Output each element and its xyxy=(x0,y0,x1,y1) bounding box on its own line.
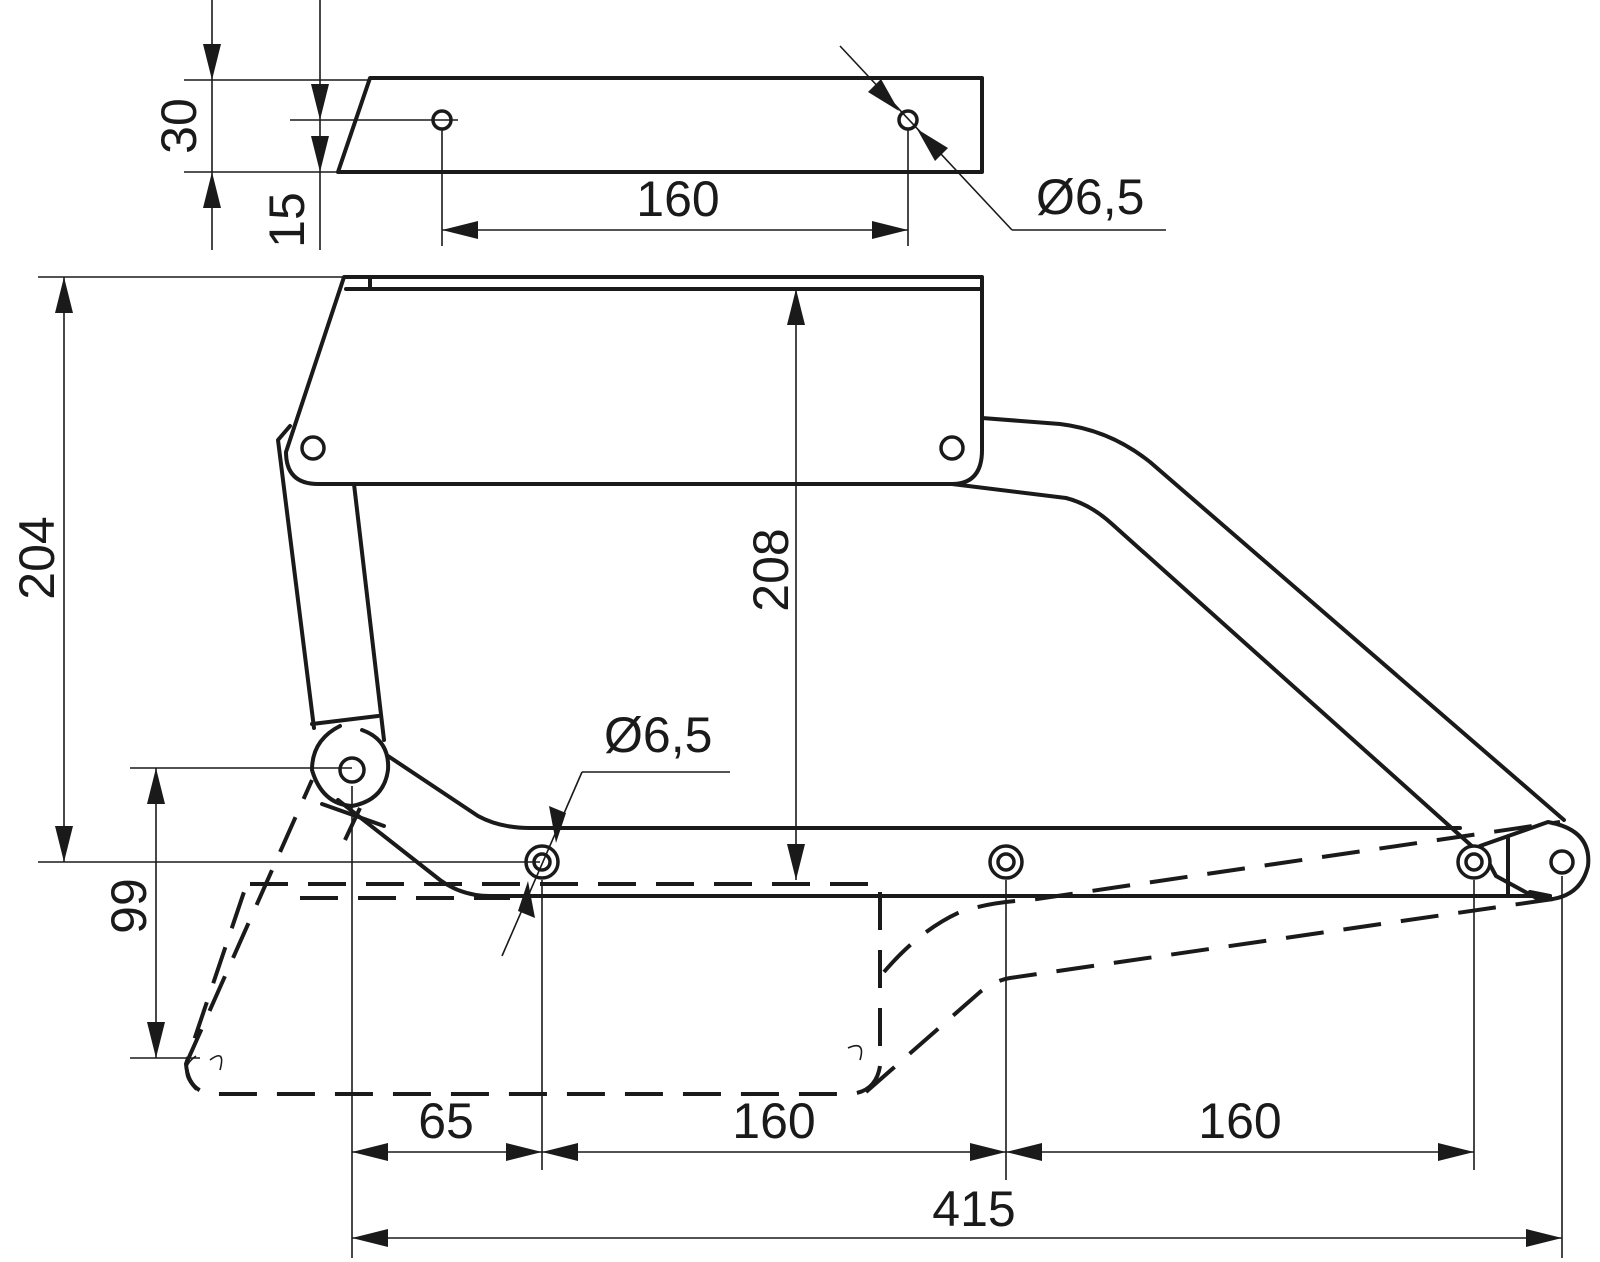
upper-plate-pivot-right xyxy=(939,435,965,461)
dimension-208: 208 xyxy=(743,289,805,880)
top-extension-lines xyxy=(184,79,909,246)
base-mounting-holes xyxy=(524,844,1492,880)
upper-plate-pivot-left xyxy=(300,435,326,461)
vertical-link-arm xyxy=(276,424,391,808)
dimension-label-30: 30 xyxy=(151,98,207,154)
base-hole-3-inner xyxy=(1464,852,1484,872)
dimension-label-160-base-1: 160 xyxy=(732,1093,815,1149)
dimension-15: 15 xyxy=(259,0,329,250)
dimension-diameter-top: Ø6,5 xyxy=(839,45,1166,231)
dimension-160-base-2: 160 xyxy=(1006,1093,1474,1161)
dimension-415: 415 xyxy=(352,1181,1562,1247)
base-rail xyxy=(1506,836,1552,898)
dimension-label-diameter-base: Ø6,5 xyxy=(604,707,712,763)
lower-linkage-arm xyxy=(320,754,1552,898)
dimension-160-base-1: 160 xyxy=(542,1093,1006,1161)
end-roller xyxy=(1478,820,1591,902)
dimension-label-diameter-top: Ø6,5 xyxy=(1036,169,1144,225)
dimension-label-65: 65 xyxy=(418,1093,474,1149)
diagonal-support-arm xyxy=(950,416,1566,850)
dimension-label-415: 415 xyxy=(932,1181,1015,1237)
dimension-30: 30 xyxy=(151,0,221,250)
end-roller-pivot xyxy=(1549,849,1575,875)
dimension-65: 65 xyxy=(352,1093,542,1161)
dimension-label-160-base-2: 160 xyxy=(1198,1093,1281,1149)
dimension-label-160-top: 160 xyxy=(636,171,719,227)
base-hole-2-inner xyxy=(996,852,1016,872)
dimension-160-top: 160 xyxy=(442,171,908,239)
open-position-outline xyxy=(183,779,1561,1096)
dimension-label-15: 15 xyxy=(259,192,315,248)
upper-mounting-plate xyxy=(284,275,984,486)
bottom-extension-lines xyxy=(351,786,1563,1258)
link-arm-pivot xyxy=(338,756,366,784)
dimension-label-99: 99 xyxy=(101,878,157,934)
dimension-99: 99 xyxy=(101,767,352,1059)
dimension-diameter-base: Ø6,5 xyxy=(501,707,730,957)
dimension-label-204: 204 xyxy=(9,516,65,599)
dimension-204: 204 xyxy=(9,276,540,863)
dimension-label-208: 208 xyxy=(743,528,799,611)
